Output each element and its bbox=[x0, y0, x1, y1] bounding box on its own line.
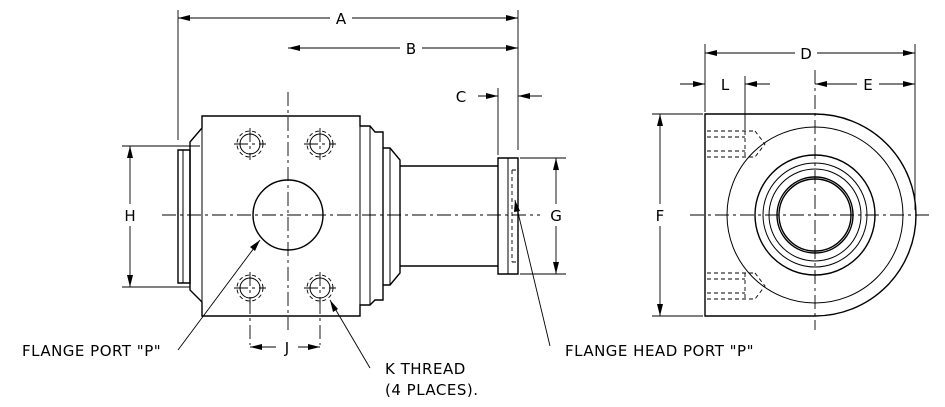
dim-label-e: E bbox=[863, 76, 872, 94]
dimension-a: A bbox=[177, 10, 519, 150]
dim-label-d: D bbox=[800, 45, 812, 63]
flange-head-port-label: FLANGE HEAD PORT "P" bbox=[565, 342, 754, 360]
dimension-j: J bbox=[250, 339, 320, 357]
callout-k-thread: K THREAD (4 PLACES). bbox=[329, 299, 479, 399]
dimension-g: G bbox=[520, 157, 566, 275]
dim-label-f: F bbox=[656, 207, 665, 225]
end-view bbox=[690, 70, 930, 330]
dimension-h: H bbox=[122, 145, 200, 288]
callout-flange-head-port: FLANGE HEAD PORT "P" bbox=[514, 199, 754, 360]
dim-label-h: H bbox=[124, 207, 135, 225]
callout-flange-port: FLANGE PORT "P" bbox=[22, 239, 261, 360]
dimension-d: D bbox=[704, 44, 916, 210]
dim-label-a: A bbox=[336, 10, 347, 28]
bolt-hole bbox=[236, 130, 334, 302]
dim-label-j: J bbox=[284, 339, 289, 357]
dim-label-c: C bbox=[456, 88, 466, 106]
dimension-e: E bbox=[815, 76, 915, 94]
dim-label-b: B bbox=[406, 40, 416, 58]
k-thread-label-line2: (4 PLACES). bbox=[385, 381, 479, 399]
dimension-b: B bbox=[288, 40, 518, 58]
dimension-c: C bbox=[456, 88, 542, 155]
dimension-l: L bbox=[680, 76, 770, 130]
dimension-f: F bbox=[652, 113, 703, 317]
k-thread-label-line1: K THREAD bbox=[385, 360, 466, 378]
side-view bbox=[162, 92, 540, 345]
dim-label-l: L bbox=[721, 76, 730, 94]
flange-port-label: FLANGE PORT "P" bbox=[22, 342, 161, 360]
dim-label-g: G bbox=[550, 207, 562, 225]
